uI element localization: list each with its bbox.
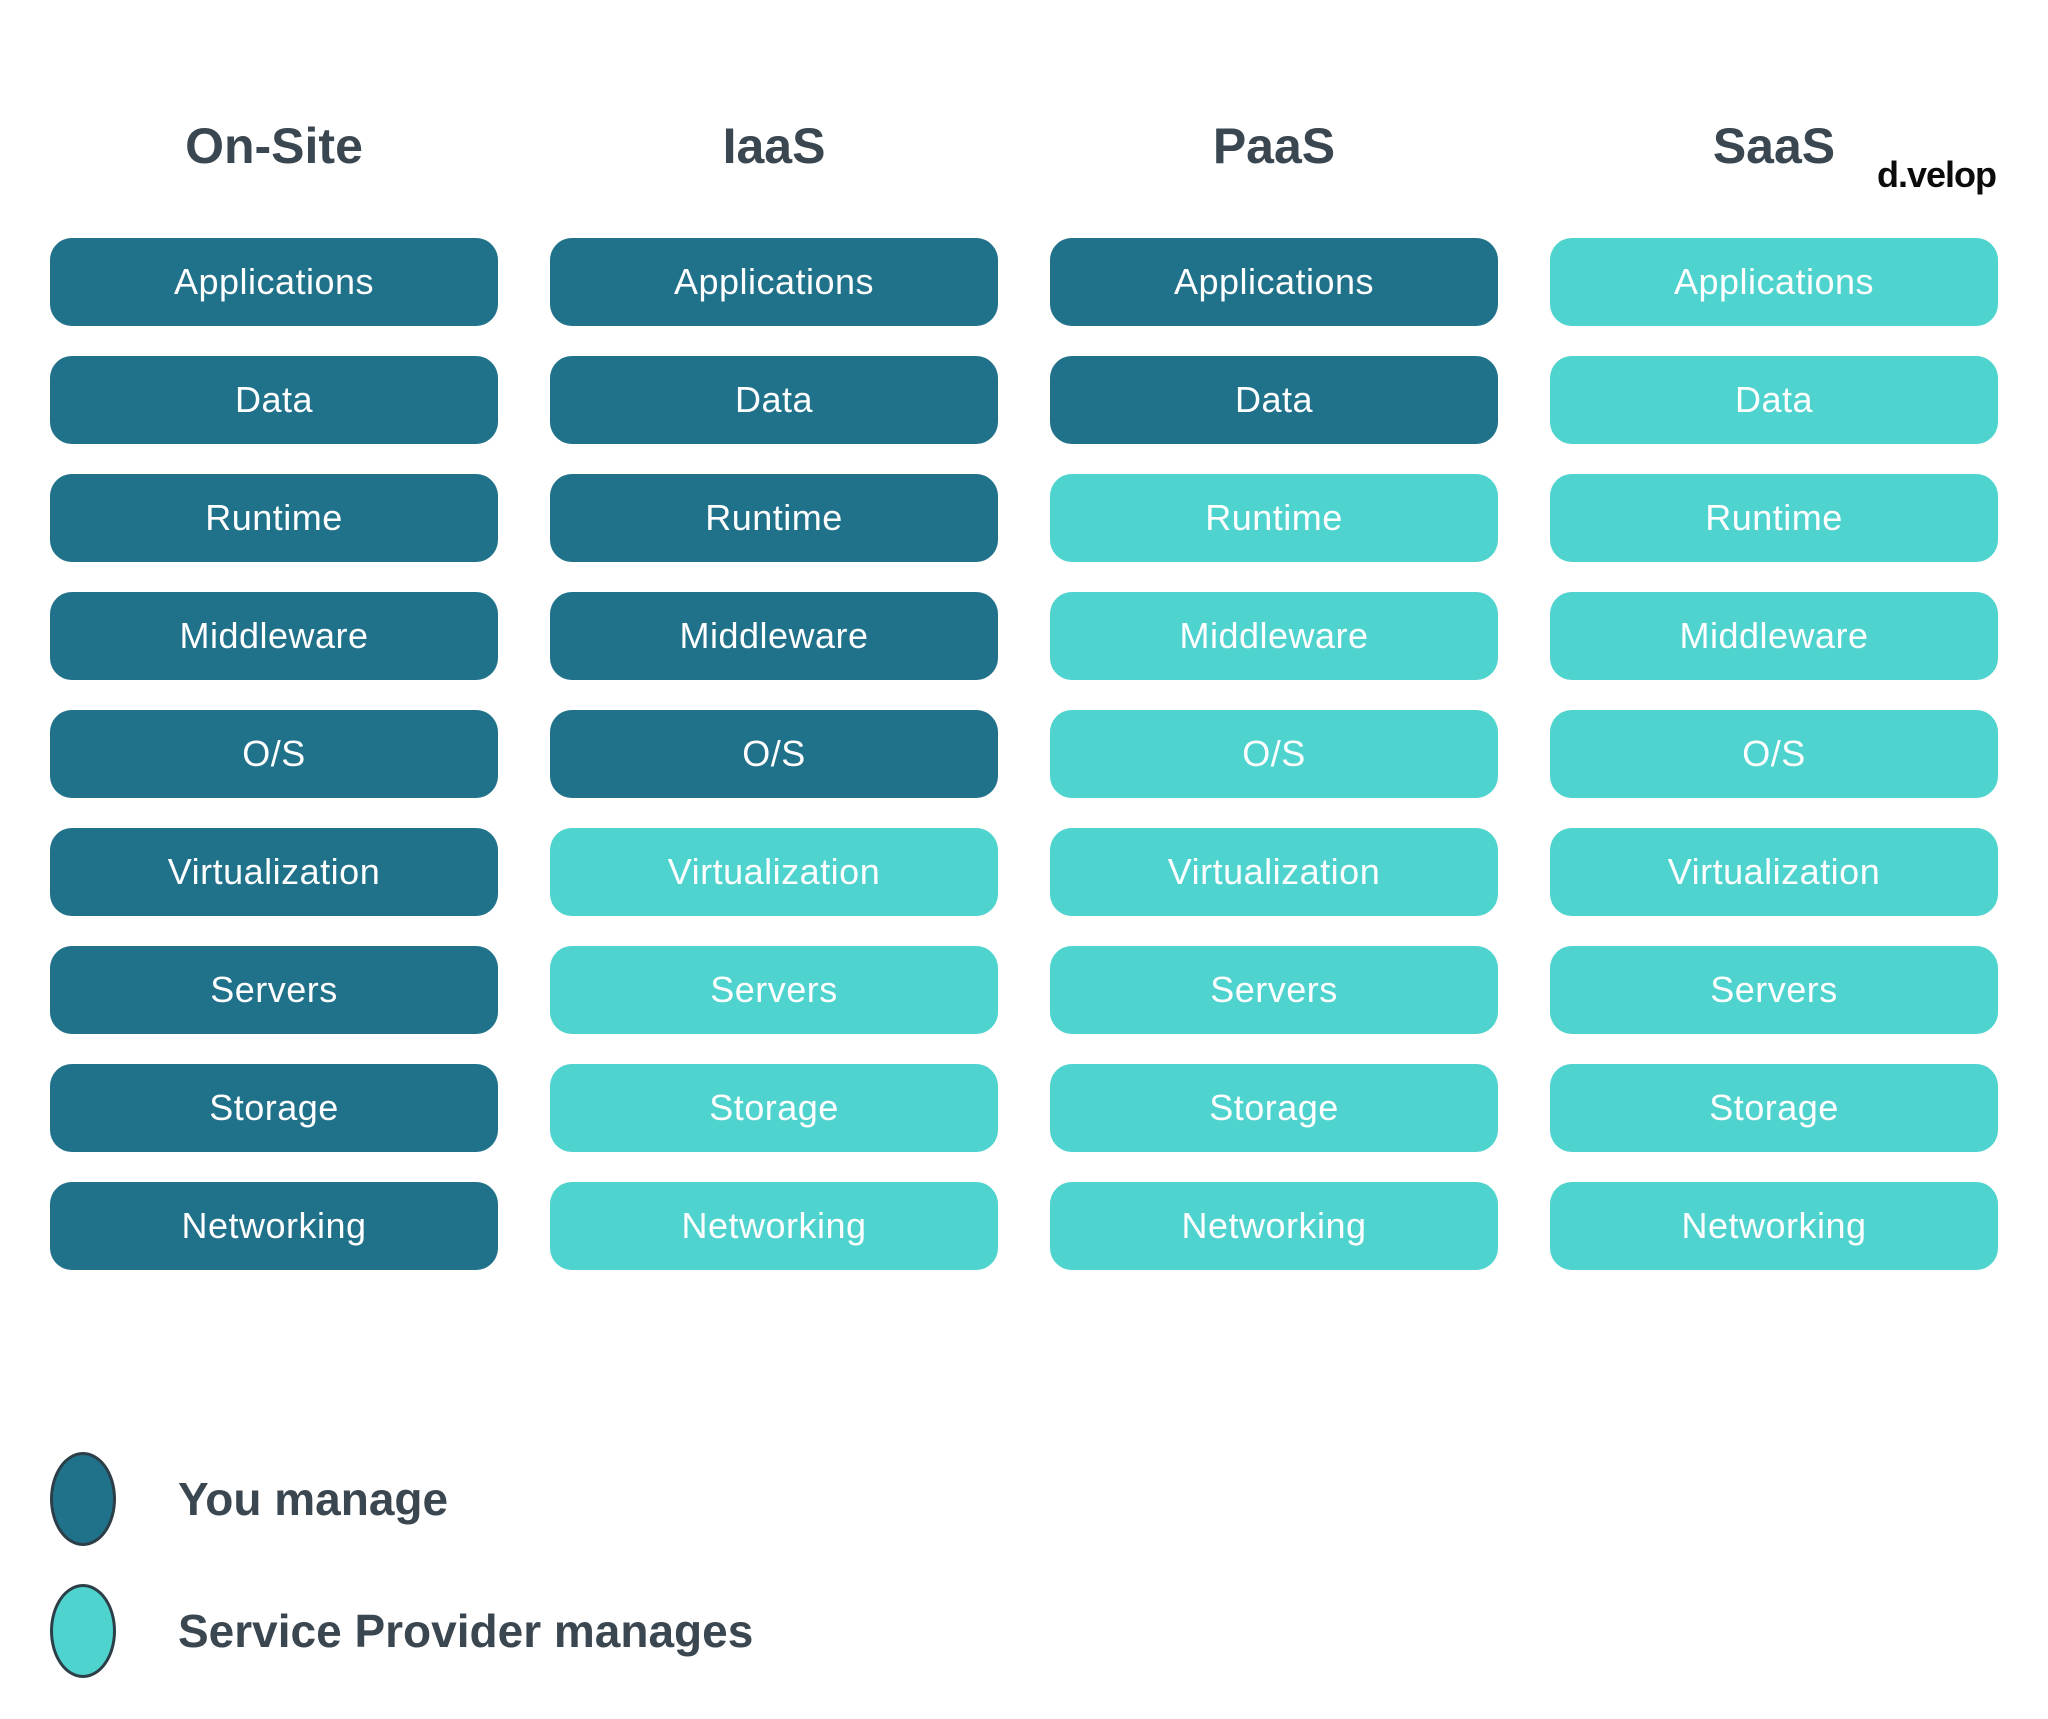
- layer-pill: Middleware: [50, 592, 498, 680]
- layer-pill: Middleware: [1050, 592, 1498, 680]
- dvelop-logo: d.velop: [1876, 154, 1997, 195]
- column-title: IaaS: [722, 118, 826, 174]
- layer-pill: Middleware: [1550, 592, 1998, 680]
- layer-pill: Networking: [550, 1182, 998, 1270]
- layer-pill: Virtualization: [1050, 828, 1498, 916]
- layer-pill: Networking: [1050, 1182, 1498, 1270]
- layer-pill: Applications: [1550, 238, 1998, 326]
- layer-pill: Data: [1550, 356, 1998, 444]
- layer-pill: Storage: [1550, 1064, 1998, 1152]
- layer-pill: Virtualization: [1550, 828, 1998, 916]
- layer-pill: Data: [550, 356, 998, 444]
- layer-pill: Applications: [1050, 238, 1498, 326]
- layer-pill: Storage: [50, 1064, 498, 1152]
- layer-pill: Servers: [1050, 946, 1498, 1034]
- layer-pill: Runtime: [1550, 474, 1998, 562]
- layer-pill: Networking: [50, 1182, 498, 1270]
- layer-pill: O/S: [1050, 710, 1498, 798]
- layer-pill: Runtime: [50, 474, 498, 562]
- layer-pill: Servers: [550, 946, 998, 1034]
- layer-pill: Storage: [550, 1064, 998, 1152]
- you-manage-swatch-icon: [50, 1452, 116, 1546]
- layer-pill: Applications: [50, 238, 498, 326]
- legend: You manage Service Provider manages: [50, 1452, 753, 1678]
- provider-manages-label: Service Provider manages: [178, 1605, 754, 1657]
- layer-pill: Applications: [550, 238, 998, 326]
- column-title: On-Site: [185, 118, 363, 174]
- column-title: SaaS: [1712, 118, 1836, 174]
- layer-pill: Data: [50, 356, 498, 444]
- layer-pill: Runtime: [550, 474, 998, 562]
- layer-pill: Virtualization: [50, 828, 498, 916]
- layer-pill: Virtualization: [550, 828, 998, 916]
- layer-pill: O/S: [550, 710, 998, 798]
- column-title: PaaS: [1212, 118, 1336, 174]
- layer-pill: Runtime: [1050, 474, 1498, 562]
- legend-item-you-manage: You manage: [50, 1452, 753, 1546]
- layer-pill: Middleware: [550, 592, 998, 680]
- legend-item-provider-manages: Service Provider manages: [50, 1584, 753, 1678]
- layer-pill: Servers: [50, 946, 498, 1034]
- layer-pill: Data: [1050, 356, 1498, 444]
- layer-pill: O/S: [50, 710, 498, 798]
- you-manage-label: You manage: [178, 1473, 449, 1525]
- layer-pill: O/S: [1550, 710, 1998, 798]
- provider-manages-swatch-icon: [50, 1584, 116, 1678]
- layer-pill: Servers: [1550, 946, 1998, 1034]
- layer-pill: Networking: [1550, 1182, 1998, 1270]
- layer-pill: Storage: [1050, 1064, 1498, 1152]
